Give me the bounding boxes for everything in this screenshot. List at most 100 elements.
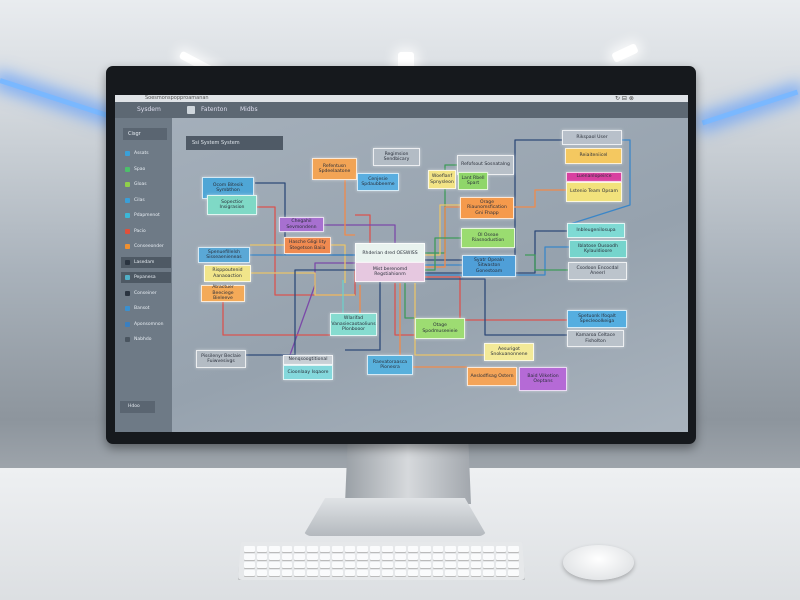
key: [407, 570, 419, 576]
sidebar-item[interactable]: Assats: [121, 148, 171, 159]
sidebar-item[interactable]: Conseiner: [121, 288, 171, 299]
key: [306, 562, 318, 568]
diagram-node[interactable]: Baid Vilketion Oeptans: [519, 367, 567, 391]
tab-fatenton[interactable]: Fatenton: [201, 106, 228, 113]
sidebar-footer-button[interactable]: Hdoo: [120, 401, 155, 413]
key: [306, 554, 318, 560]
diagram-node[interactable]: Reiaiteniicel: [565, 148, 622, 164]
key: [344, 570, 356, 576]
diagram-node[interactable]: Cioonlaay Isqaore: [283, 365, 333, 380]
sidebar-item-label: Nabhdo: [134, 337, 152, 342]
key: [319, 562, 331, 568]
key: [483, 570, 494, 576]
diagram-node[interactable]: Woeflanf Spnysleon: [428, 170, 456, 189]
diagram-node[interactable]: Csodoon Encocdal Aneerl: [568, 262, 627, 280]
diagram-node[interactable]: Nenqsoogtitional: [283, 355, 333, 365]
sidebar-item-label: Cilas: [134, 197, 145, 203]
key: [319, 570, 331, 576]
diagram-node[interactable]: Otage Spodmuseeieie: [415, 318, 465, 339]
key: [470, 546, 482, 552]
key: [395, 554, 406, 560]
sidebar-item[interactable]: Spao: [121, 164, 171, 175]
diagram-node[interactable]: Regimsion Sendbicary: [373, 148, 420, 166]
key: [256, 562, 268, 568]
key: [244, 554, 255, 560]
diagram-node[interactable]: Luenanlopeirce: [566, 172, 622, 182]
sidebar-item-label: Lasedam: [134, 259, 155, 265]
key: [495, 554, 507, 560]
key: [407, 554, 419, 560]
key: [508, 554, 519, 560]
key: [458, 562, 469, 568]
diagram-node[interactable]: Aesurigot Snokuanonnene: [484, 343, 534, 361]
sidebar-item-icon: [125, 166, 130, 172]
diagram-node[interactable]: Pissilenyr Beclaie Fuiwvesivgs: [196, 350, 246, 368]
diagram-node[interactable]: Orage Riaunomsfication Gni Fhapp: [460, 197, 514, 219]
connection-line: [414, 283, 484, 356]
sidebar-item-icon: [125, 259, 130, 265]
diagram-node[interactable]: Mist berenomd Regstiahionm: [355, 262, 425, 282]
diagram-node[interactable]: Inbleugenilosupa: [567, 223, 625, 238]
diagram-node[interactable]: Hasche Gligi lity Stegetson Baiia: [284, 237, 331, 254]
diagram-node[interactable]: Ol Oseae Riasnodustion: [461, 228, 515, 248]
key: [269, 546, 280, 552]
key: [369, 562, 381, 568]
key: [344, 546, 356, 552]
key: [269, 554, 280, 560]
tab-system[interactable]: Sysdem: [137, 106, 161, 113]
key: [244, 562, 255, 568]
sidebar-item-icon: [125, 151, 130, 156]
sidebar-item-label: Spao: [134, 166, 146, 172]
key: [432, 562, 444, 568]
diagram-node[interactable]: Kamaroa Celtace Fisholton: [567, 330, 624, 347]
sidebar-item[interactable]: Pdapmenot: [121, 210, 171, 221]
diagram-node[interactable]: Lant Rbell Spart: [458, 172, 488, 190]
diagram-node[interactable]: Wlarifad Vanasiecaotaoliuns Plonbooor: [330, 313, 377, 336]
key: [432, 546, 444, 552]
url-field[interactable]: Soesmonspopproamanan: [145, 95, 209, 101]
key: [369, 546, 381, 552]
key: [294, 546, 305, 552]
sidebar-item[interactable]: Cilas: [121, 195, 171, 206]
sidebar-item[interactable]: Lasedam: [121, 256, 171, 268]
app-header: Sysdem Fatenton Midbs: [115, 102, 688, 118]
diagram-node[interactable]: Atractuer Beeciege Bieleeve: [201, 285, 245, 302]
sidebar-item[interactable]: Pepanesa: [121, 272, 171, 283]
diagram-node[interactable]: Risppoutenid Aanaoaction: [204, 265, 251, 282]
diagram-node[interactable]: Sopectior Insigrasion: [207, 195, 257, 215]
sidebar-item[interactable]: Aponsomnon: [121, 319, 171, 330]
connection-line: [240, 272, 355, 296]
diagram-node[interactable]: Rikspaol User: [562, 130, 622, 145]
key: [294, 570, 305, 576]
connection-line: [345, 282, 381, 351]
diagram-node[interactable]: Refentusn Spdeelaatone: [312, 158, 357, 180]
key: [382, 554, 394, 560]
tab-midbs[interactable]: Midbs: [240, 106, 258, 113]
sidebar-item[interactable]: Gloas: [121, 179, 171, 190]
diagram-node[interactable]: Spetuonk Ifoqalt Specleoolkeiga: [567, 310, 627, 328]
diagram-node[interactable]: Chegahil Sevmondenn: [279, 217, 324, 232]
window-controls-icon[interactable]: ↻ ⊟ ⊗: [615, 95, 634, 102]
screen: Soesmonspopproamanan ↻ ⊟ ⊗ Sysdem Fatent…: [115, 95, 688, 432]
key: [256, 554, 268, 560]
sidebar-item[interactable]: Pacio: [121, 226, 171, 237]
sidebar-item-icon: [125, 290, 130, 296]
diagram-node[interactable]: Iblatose Ousoodh Kylauldioore: [569, 240, 627, 258]
diagram-node[interactable]: Raevatoraasca Pionesra: [367, 355, 413, 375]
sidebar-item[interactable]: Bansot: [121, 303, 171, 314]
diagram-node[interactable]: Syatr Opealn Sitwaston Gonestoam: [462, 255, 516, 277]
diagram-node[interactable]: Spenuefillelsh Sisseaenieneas: [198, 247, 250, 263]
key: [357, 546, 368, 552]
diagram-node[interactable]: Aeslodfisag Ostern: [467, 367, 517, 386]
monitor-stand-neck: [345, 444, 471, 504]
key: [483, 554, 494, 560]
sidebar-item[interactable]: Conseeonder: [121, 241, 171, 252]
key: [244, 546, 255, 552]
connection-line: [404, 283, 415, 319]
diagram-node[interactable]: Lstenio Team Opsam: [566, 182, 622, 202]
sidebar-item[interactable]: Nabhdo: [121, 334, 171, 345]
diagram-node[interactable]: Cenjesie Spdaubbeeme: [357, 173, 399, 191]
diagram-node[interactable]: Rhderian dred OESWISS: [355, 243, 425, 264]
connection-line: [525, 254, 568, 271]
key: [332, 546, 343, 552]
